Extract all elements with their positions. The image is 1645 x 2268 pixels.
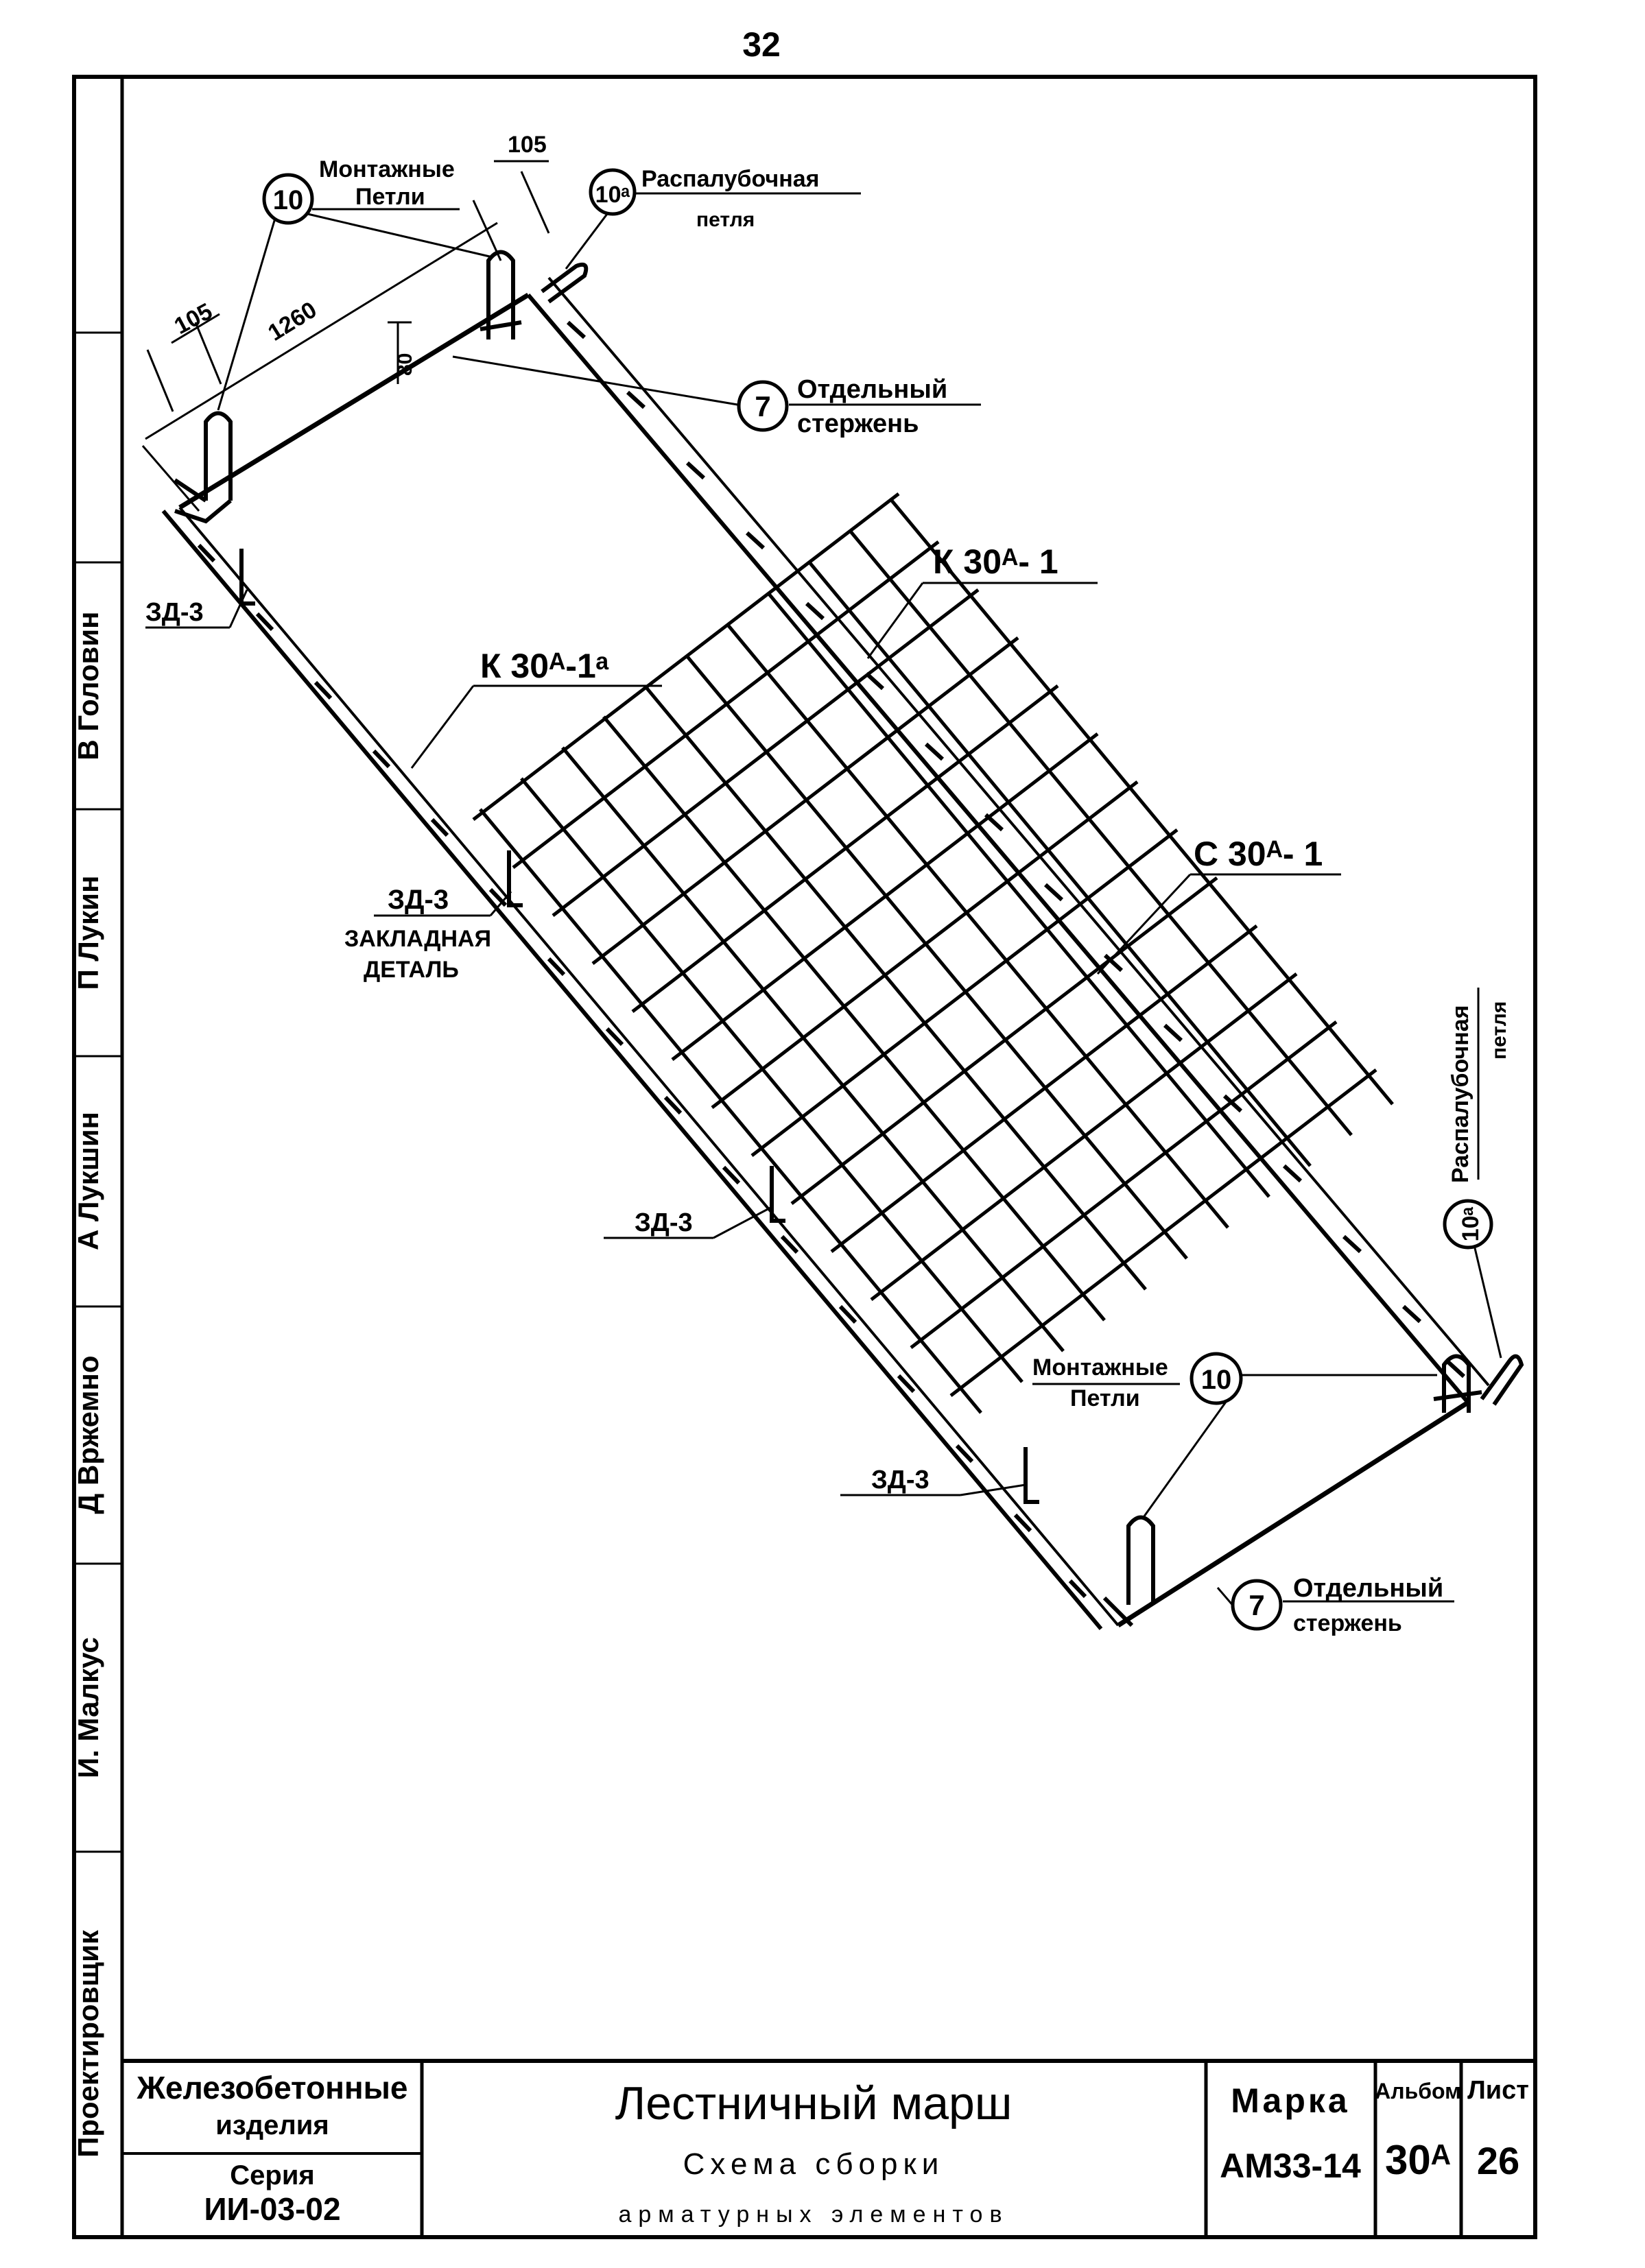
callout-release-loop-top-number: 10ᵃ: [595, 182, 630, 208]
label-frame-k30a-1a: К 30ᴬ-1ᵃ: [480, 647, 609, 685]
label-zd3-embedded-2: ЗАКЛАДНАЯ: [344, 926, 491, 952]
page-number: 32: [742, 25, 781, 64]
callout-loop-bottom-number: 10: [1201, 1365, 1232, 1395]
drawing-frame: [72, 75, 1537, 2239]
dim-80: 80: [394, 353, 416, 376]
dim-105-left: 105: [170, 298, 217, 339]
lifting-loop-top-left: [174, 411, 233, 524]
lifting-loop-bottom-left: [1102, 1515, 1155, 1627]
label-loops-bottom-2: Петли: [1070, 1385, 1140, 1411]
label-loops-bottom-1: Монтажные: [1032, 1354, 1168, 1381]
callout-bar-bottom-number: 7: [1248, 1589, 1264, 1621]
sheet-label: Лист: [1467, 2076, 1529, 2105]
album-label: Альбом: [1375, 2079, 1461, 2103]
callout-release-loop-right-number: 10ᵃ: [1458, 1207, 1484, 1242]
label-separate-bar-top-2: стержень: [797, 409, 919, 438]
release-loop-right: [1480, 1354, 1524, 1406]
sidebar-names: В Головин П Лукин А Лукшин Д Вржемно И. …: [72, 611, 104, 2157]
series-value: ИИ-03-02: [204, 2191, 340, 2227]
drawing-subtitle-1: Схема сборки: [683, 2147, 945, 2181]
position-callouts: 10 10ᵃ 7 10 10ᵃ 7: [262, 168, 1493, 1631]
frame-k30a-1: [526, 276, 1490, 1404]
label-frame-k30a-1: К 30ᴬ- 1: [933, 542, 1058, 581]
callout-loop-top: 10: [262, 173, 314, 225]
album-value: 30ᴬ: [1385, 2137, 1451, 2183]
label-release-loop-right-2: петля: [1488, 1001, 1511, 1060]
label-loops-top-2: Петли: [355, 184, 425, 210]
marka-label: Марка: [1231, 2081, 1349, 2120]
label-zd3-embedded-1: ЗД-3: [388, 885, 449, 915]
sheet-value: 26: [1477, 2139, 1519, 2182]
mesh-c30a-1: [472, 492, 1394, 1414]
label-loops-top-1: Монтажные: [319, 156, 455, 182]
label-separate-bar-bottom-2: стержень: [1293, 1610, 1402, 1636]
title-block: [122, 2059, 1535, 2237]
dim-105-top: 105: [508, 132, 547, 158]
callout-loop-bottom: 10: [1190, 1352, 1243, 1405]
label-separate-bar-top-1: Отдельный: [797, 375, 947, 404]
drawing-title: Лестничный марш: [615, 2077, 1013, 2129]
label-release-loop-top-1: Распалубочная: [641, 166, 820, 192]
label-release-loop-top-2: петля: [696, 208, 755, 231]
reinforcement-cage: [161, 250, 1524, 1630]
callout-loop-top-number: 10: [273, 185, 304, 215]
dim-1260: 1260: [263, 296, 321, 346]
callout-bar-top: 7: [737, 380, 789, 432]
leader-lines: [145, 192, 1502, 1612]
callout-bar-top-number: 7: [755, 390, 770, 422]
callout-release-loop-right: 10ᵃ: [1443, 1199, 1493, 1250]
drawing-labels: Монтажные Петли Распалубочная петля Отде…: [145, 156, 1511, 1636]
separate-bar-top: [178, 293, 530, 510]
sidebar-name-6: Проектировщик: [72, 1929, 104, 2158]
label-zd3-bottom: ЗД-3: [871, 1466, 930, 1494]
label-mesh-c30a-1: С 30ᴬ- 1: [1194, 835, 1323, 873]
org-line-2: изделия: [215, 2110, 329, 2140]
label-zd3-embedded-3: ДЕТАЛЬ: [364, 957, 459, 983]
label-zd3-middle: ЗД-3: [635, 1208, 693, 1237]
drawing-subtitle-2: арматурных элементов: [618, 2201, 1008, 2228]
label-release-loop-right-1: Распалубочная: [1447, 1005, 1474, 1184]
sidebar-name-1: В Головин: [72, 611, 104, 760]
sidebar-name-5: И. Малкус: [72, 1637, 104, 1778]
lifting-loop-top-right: [480, 250, 522, 339]
frame-k30a-1a: [161, 506, 1120, 1630]
sidebar-name-3: А Лукшин: [72, 1112, 104, 1250]
org-line-1: Железобетонные: [136, 2070, 407, 2105]
series-label: Серия: [230, 2160, 315, 2191]
title-block-text: Железобетонные изделия Серия ИИ-03-02 Ле…: [136, 2070, 1528, 2228]
sidebar-name-4: Д Вржемно: [72, 1355, 104, 1514]
label-separate-bar-bottom-1: Отдельный: [1293, 1574, 1443, 1603]
release-loop-top: [541, 262, 589, 304]
separate-bar-bottom: [1117, 1400, 1469, 1627]
callout-release-loop-top: 10ᵃ: [589, 168, 637, 216]
sidebar-name-2: П Лукин: [72, 876, 104, 990]
lifting-loop-bottom-right: [1433, 1354, 1482, 1413]
marka-value: АМ33-14: [1220, 2147, 1361, 2185]
callout-bar-bottom: 7: [1231, 1579, 1283, 1631]
dimension-lines: [141, 160, 550, 512]
label-zd3-left: ЗД-3: [145, 598, 204, 627]
